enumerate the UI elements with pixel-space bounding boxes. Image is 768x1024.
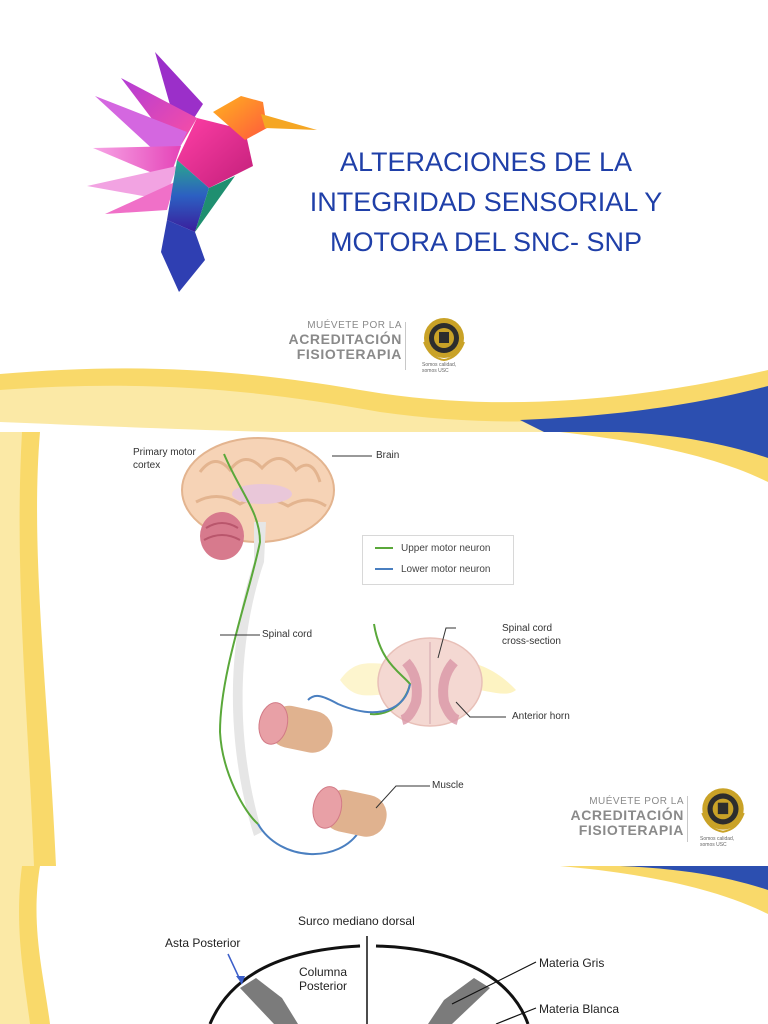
label-primary-motor-cortex: Primary motor cortex bbox=[133, 447, 196, 471]
label-muscle: Muscle bbox=[432, 780, 464, 791]
motor-pathway-illustration bbox=[181, 437, 516, 855]
title-line-3: MOTORA DEL SNC- SNP bbox=[329, 227, 643, 257]
accreditation2-line-3: FISIOTERAPIA bbox=[578, 822, 684, 838]
university-seal-icon bbox=[423, 318, 465, 362]
hummingbird-logo-icon bbox=[87, 52, 317, 292]
slide-title: ALTERACIONES DE LA INTEGRIDAD SENSORIAL … bbox=[262, 142, 710, 262]
university-seal-icon-2 bbox=[701, 788, 745, 833]
legend-item-upper: Upper motor neuron bbox=[375, 543, 491, 555]
slide2-top-right-decoration bbox=[560, 432, 768, 482]
title-line-1: ALTERACIONES DE LA bbox=[339, 147, 633, 177]
logo-divider bbox=[405, 322, 406, 370]
spinal-cord-anatomy-slide: Surco mediano dorsal Asta Posterior Colu… bbox=[0, 866, 768, 1024]
label-columna-posterior: Columna Posterior bbox=[298, 965, 348, 993]
label-materia-blanca: Materia Blanca bbox=[539, 1002, 620, 1016]
accreditation-line-2: ACREDITACIÓN bbox=[288, 331, 402, 347]
neuron-legend: Upper motor neuron Lower motor neuron bbox=[362, 535, 514, 585]
slide2-left-decoration bbox=[0, 432, 56, 866]
accreditation-line-3: FISIOTERAPIA bbox=[296, 346, 402, 362]
label-asta-posterior: Asta Posterior bbox=[165, 936, 241, 950]
accreditation-text-2: MUÉVETE POR LA ACREDITACIÓN FISIOTERAPIA bbox=[571, 796, 685, 838]
label-surco-mediano-dorsal: Surco mediano dorsal bbox=[298, 914, 415, 928]
slide1-wave-decoration bbox=[0, 368, 768, 440]
legend-item-lower: Lower motor neuron bbox=[375, 564, 491, 576]
slide3-top-right-decoration bbox=[560, 866, 768, 914]
label-brain: Brain bbox=[376, 450, 400, 461]
label-materia-gris: Materia Gris bbox=[539, 956, 605, 970]
accreditation2-line-1: MUÉVETE POR LA bbox=[589, 796, 684, 807]
legend-label-upper: Upper motor neuron bbox=[401, 543, 491, 554]
title-slide: ALTERACIONES DE LA INTEGRIDAD SENSORIAL … bbox=[0, 0, 768, 440]
accreditation2-line-2: ACREDITACIÓN bbox=[570, 807, 684, 823]
accreditation-logo: MUÉVETE POR LA ACREDITACIÓN FISIOTERAPIA bbox=[282, 320, 402, 372]
slide3-left-decoration bbox=[0, 866, 50, 1024]
legend-swatch-upper bbox=[375, 547, 393, 550]
label-spinal-cord-cross-section: Spinal cord cross-section bbox=[502, 623, 561, 647]
legend-label-lower: Lower motor neuron bbox=[401, 564, 491, 575]
motor-neuron-slide: Primary motor cortex Brain Spinal cord S… bbox=[0, 432, 768, 866]
legend-swatch-lower bbox=[375, 568, 393, 571]
seal-tagline: Somos calidad, somos USC bbox=[422, 362, 457, 374]
accreditation-text: MUÉVETE POR LA ACREDITACIÓN FISIOTERAPIA bbox=[289, 320, 403, 362]
seal-tagline-2: Somos calidad, somos USC bbox=[700, 836, 735, 848]
spinal-cord-cross-section-diagram bbox=[208, 936, 537, 1024]
logo-divider-2 bbox=[687, 796, 688, 842]
title-line-2: INTEGRIDAD SENSORIAL Y bbox=[309, 187, 663, 217]
accreditation-line-1: MUÉVETE POR LA bbox=[307, 320, 402, 331]
label-anterior-horn: Anterior horn bbox=[512, 711, 570, 722]
accreditation-logo-2: MUÉVETE POR LA ACREDITACIÓN FISIOTERAPIA bbox=[571, 796, 684, 846]
label-spinal-cord: Spinal cord bbox=[262, 629, 313, 640]
